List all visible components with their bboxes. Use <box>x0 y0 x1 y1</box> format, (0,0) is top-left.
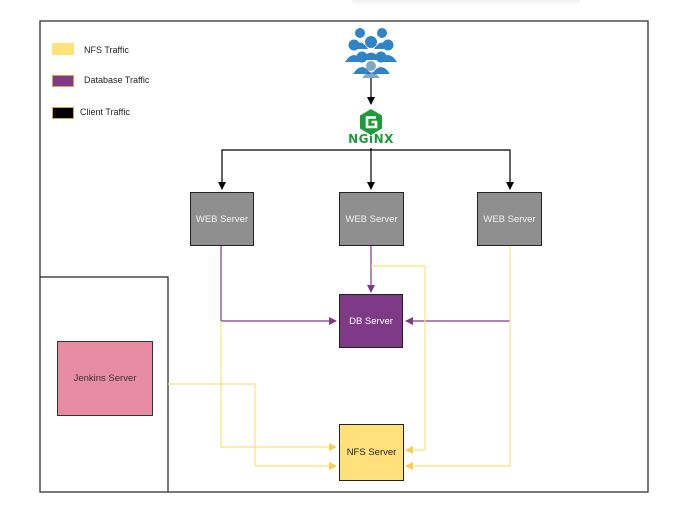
nfs-line-web2 <box>371 265 426 454</box>
nfs-line-web3 <box>405 246 511 470</box>
legend-label-nfs: NFS Traffic <box>84 45 129 55</box>
web-server-1: WEB Server <box>190 192 254 246</box>
window-top-shadow <box>352 0 580 6</box>
nginx-label: NGiNX <box>348 132 394 146</box>
web-server-2: WEB Server <box>339 192 404 246</box>
nfs-server: NFS Server <box>339 424 404 481</box>
client-line-nginx-web1 <box>218 149 371 190</box>
nfs-line-web1 <box>220 321 337 451</box>
client-line-nginx-web3 <box>371 149 514 190</box>
legend-swatch-database <box>52 75 74 87</box>
legend-swatch-client <box>52 107 74 119</box>
db-line-web1 <box>220 246 337 325</box>
legend-label-database: Database Traffic <box>84 75 150 85</box>
db-server: DB Server <box>339 294 403 348</box>
nfs-line-jenkins <box>168 383 337 470</box>
legend-swatch-nfs <box>52 43 74 55</box>
nginx-g-icon <box>360 109 382 135</box>
diagram-border <box>39 20 649 493</box>
web-server-3: WEB Server <box>477 192 542 246</box>
jenkins-server: Jenkins Server <box>57 341 153 416</box>
users-group-icon <box>345 28 397 78</box>
jenkins-zone-border <box>40 276 169 492</box>
legend-label-client: Client Traffic <box>80 107 130 117</box>
